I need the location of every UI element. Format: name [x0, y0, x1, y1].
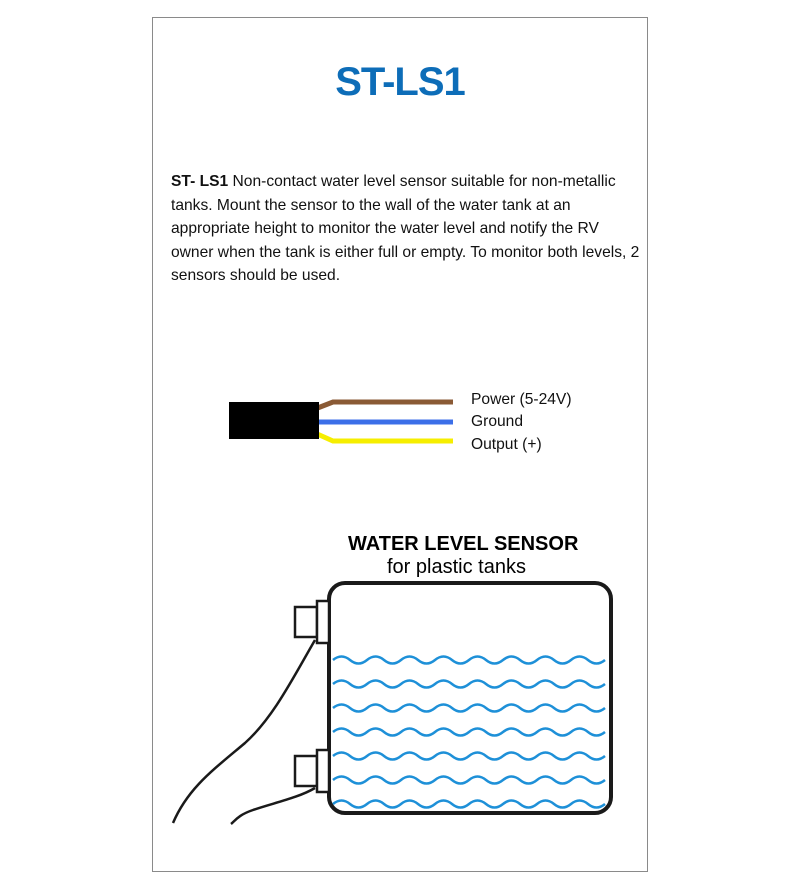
wave-line — [332, 775, 606, 785]
wave-line — [332, 799, 606, 809]
wave-line — [332, 655, 606, 665]
cable-jacket — [229, 402, 319, 439]
power-wire — [314, 399, 453, 412]
wave-line — [332, 751, 606, 761]
wiring-and-tank-diagram — [171, 399, 613, 825]
water-tank — [327, 581, 613, 815]
water-waves — [332, 655, 606, 809]
product-name: ST- LS1 — [171, 173, 229, 190]
wire-label-ground: Ground — [471, 413, 524, 430]
wire-label-power: Power (5-24V) — [471, 391, 572, 408]
sensor-bottom — [293, 748, 331, 794]
wave-line — [332, 703, 606, 713]
product-card: ST-LS1 ST- LS1 Non-contact water level s… — [152, 17, 648, 872]
wave-line — [332, 727, 606, 737]
wave-line — [332, 679, 606, 689]
description-text: Non-contact water level sensor suitable … — [171, 173, 640, 284]
wire-label-output: Output (+) — [471, 436, 542, 453]
product-title: ST-LS1 — [335, 60, 466, 104]
illustration-heading: WATER LEVEL SENSOR — [348, 533, 579, 555]
sensor-cable-bottom — [230, 786, 316, 825]
illustration-subheading: for plastic tanks — [387, 556, 526, 578]
sensor-top — [293, 599, 331, 645]
sensor-cable-top — [171, 639, 317, 824]
output-wire — [313, 430, 453, 444]
product-description: ST- LS1 Non-contact water level sensor s… — [171, 170, 641, 288]
